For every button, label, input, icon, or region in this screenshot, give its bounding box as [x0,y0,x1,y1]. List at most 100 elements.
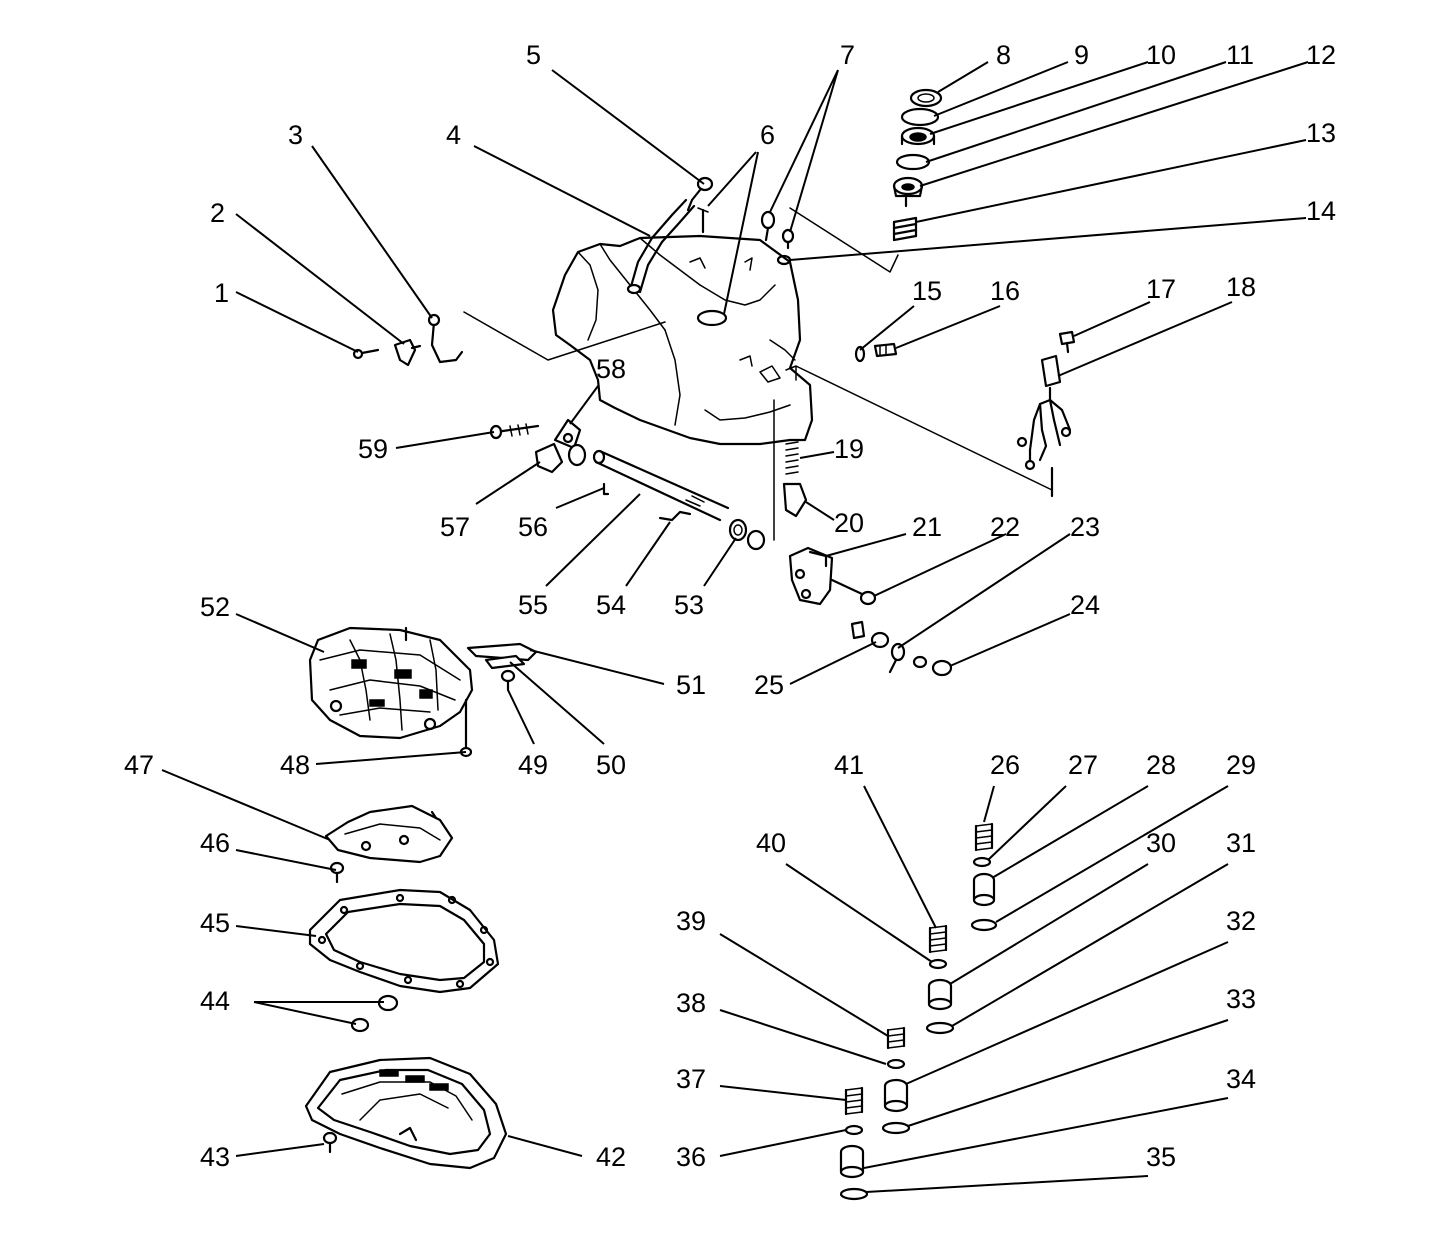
part-38-seal [886,1058,906,1070]
callout-2: 2 [210,198,225,228]
part-53-bushing [746,529,766,551]
callout-28: 28 [1146,750,1176,780]
part-32-piston [883,1078,909,1113]
part-44-magnets [350,994,399,1033]
part-2-bracket [393,338,422,367]
callout-30: 30 [1146,828,1176,858]
part-13-spring [892,216,918,242]
callout-6: 6 [760,120,775,150]
callout-26: 26 [990,750,1020,780]
callout-29: 29 [1226,750,1256,780]
callout-41: 41 [834,750,864,780]
part-10-piston [900,126,936,146]
callout-44: 44 [200,986,230,1016]
part-29-ring [970,918,998,932]
part-35-ring [839,1187,869,1201]
callout-23: 23 [1070,512,1100,542]
part-25-fitting [850,620,890,649]
part-23-banjo-fitting [888,642,928,674]
part-18-wiring-harness [1016,354,1072,498]
callout-16: 16 [990,276,1020,306]
callout-36: 36 [676,1142,706,1172]
part-19-spring [785,441,799,475]
callout-8: 8 [996,40,1011,70]
part-43-bolt [322,1131,338,1154]
part-27-seal [972,856,992,868]
callout-55: 55 [518,590,548,620]
callout-1: 1 [214,278,229,308]
callout-15: 15 [912,276,942,306]
part-57-bracket [534,442,564,474]
callout-labels: 1 2 3 4 5 6 7 8 9 10 11 12 13 14 15 16 1… [124,40,1336,1172]
part-53-seal [728,518,748,542]
callout-21: 21 [912,512,942,542]
part-24-cap [931,659,953,677]
callout-10: 10 [1146,40,1176,70]
part-9-seal [900,107,940,127]
callout-56: 56 [518,512,548,542]
callout-12: 12 [1306,40,1336,70]
callout-11: 11 [1226,40,1254,70]
part-4-hose [626,198,696,295]
part-42-oil-pan [304,1056,508,1170]
part-45-pan-gasket [308,888,500,994]
callout-52: 52 [200,592,230,622]
part-55-shaft [567,443,730,522]
part-41-spring [928,924,948,954]
part-54-clip [658,510,692,522]
callout-18: 18 [1226,272,1256,302]
part-49-bolt [500,669,516,692]
callout-27: 27 [1068,750,1098,780]
part-7-bracket-line [789,207,899,273]
callout-24: 24 [1070,590,1100,620]
part-30-piston [927,978,953,1011]
callout-32: 32 [1226,906,1256,936]
part-17-bolt [1058,330,1076,354]
part-47-oil-filter [324,804,454,864]
callout-31: 31 [1226,828,1256,858]
callout-54: 54 [596,590,626,620]
callout-50: 50 [596,750,626,780]
callout-3: 3 [288,120,303,150]
transmission-case [551,234,814,446]
callout-4: 4 [446,120,461,150]
part-20-detent-lever [782,482,808,518]
part-59-bolt [489,423,540,440]
part-36-seal [844,1124,864,1136]
callout-13: 13 [1306,118,1336,148]
leader-lines [161,61,1309,1193]
callout-59: 59 [358,434,388,464]
callout-57: 57 [440,512,470,542]
part-11-ring [895,153,931,171]
part-51-plate [466,642,538,662]
callout-49: 49 [518,750,548,780]
part-34-piston [839,1144,865,1179]
part-3-tube [427,313,464,364]
callout-38: 38 [676,988,706,1018]
part-37-spring [844,1086,864,1116]
callout-37: 37 [676,1064,706,1094]
part-22-bolt [830,578,877,606]
part-16-bracket-line [785,365,1053,491]
part-15-oring [854,345,866,363]
part-40-seal [928,958,948,970]
callout-45: 45 [200,908,230,938]
part-46-bolt [329,861,345,884]
part-21-valve-body-cover [788,546,834,606]
callout-42: 42 [596,1142,626,1172]
callout-51: 51 [676,670,706,700]
part-56-pin [602,482,610,496]
callout-5: 5 [526,40,541,70]
part-12-piston [892,176,924,208]
callout-43: 43 [200,1142,230,1172]
callout-7: 7 [840,40,855,70]
part-5-fitting [686,176,714,212]
callout-47: 47 [124,750,154,780]
part-33-ring [881,1121,911,1135]
callout-40: 40 [756,828,786,858]
part-3-bracket-line [463,311,666,361]
part-58-lever [553,418,582,450]
callout-19: 19 [834,434,864,464]
part-28-piston [972,872,996,907]
